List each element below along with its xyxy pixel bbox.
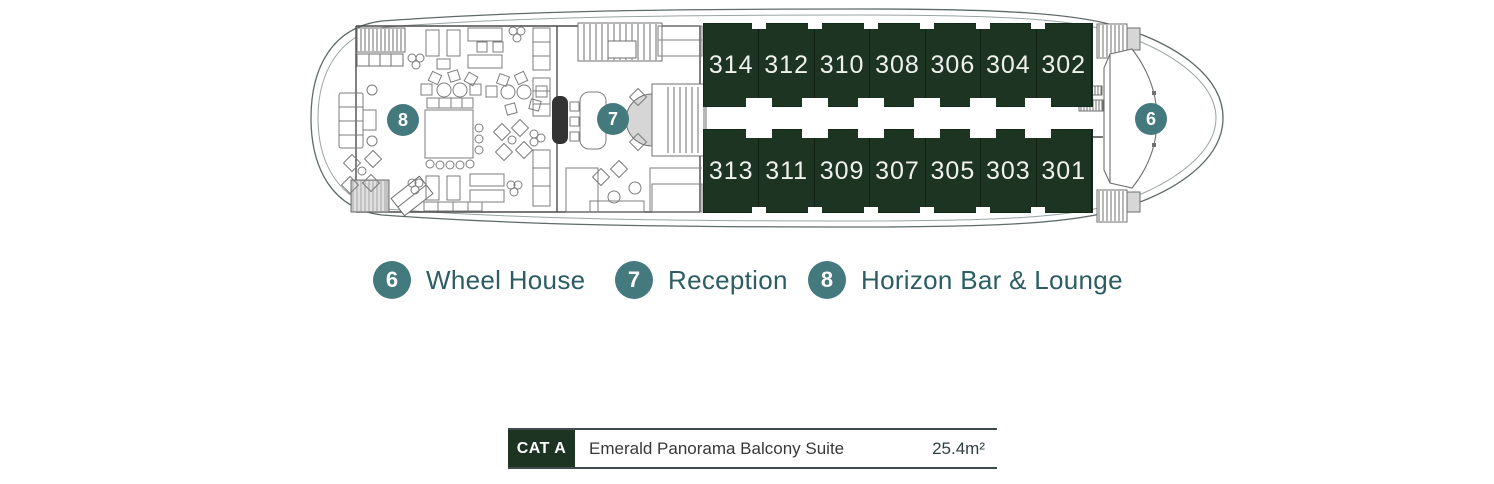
balcony-divider-tab — [864, 207, 878, 213]
cabin: 311 — [759, 130, 815, 212]
category-area: 25.4m² — [932, 438, 985, 458]
legend-marker-circle: 7 — [615, 261, 653, 299]
marker-reception: 7 — [597, 103, 629, 135]
cabin-door-notch — [802, 129, 828, 138]
balcony-divider-tab — [808, 207, 822, 213]
legend-item-wheel-house: 6 Wheel House — [373, 261, 585, 299]
cabin-number: 304 — [985, 50, 1031, 79]
balcony-divider-tab — [864, 23, 878, 29]
cabin-number: 312 — [764, 50, 809, 79]
category-code-badge: CAT A — [508, 430, 575, 467]
balcony-divider-tab — [752, 23, 766, 29]
cabin-door-notch — [914, 129, 940, 138]
cabin-number: 309 — [819, 156, 865, 185]
staircase-art — [350, 22, 1141, 223]
cabin-number: 314 — [708, 50, 754, 79]
cabin: 307 — [870, 130, 926, 212]
cabin-door-notch — [802, 98, 828, 107]
balcony-divider-tab — [752, 207, 766, 213]
balcony-divider-tab — [1031, 23, 1045, 29]
legend-label: Reception — [668, 264, 788, 295]
legend-marker-circle: 6 — [373, 261, 411, 299]
cabin: 310 — [815, 24, 871, 106]
balcony-divider-tab — [920, 23, 934, 29]
cabin-door-notch — [914, 98, 940, 107]
balcony-divider-tab — [920, 207, 934, 213]
cabin-number: 308 — [875, 50, 920, 79]
cabin: 301 — [1037, 130, 1092, 212]
cabin-door-notch — [746, 129, 772, 138]
legend-marker-circle: 8 — [808, 261, 846, 299]
marker-wheel-house: 6 — [1135, 103, 1167, 135]
cabin-number: 307 — [875, 156, 920, 185]
category-name: Emerald Panorama Balcony Suite — [589, 438, 845, 458]
legend-label: Wheel House — [426, 264, 586, 295]
cabin: 308 — [870, 24, 926, 106]
cabin-number: 313 — [708, 156, 754, 185]
wheel-house-outline — [1103, 48, 1158, 189]
cabin: 313 — [704, 130, 760, 212]
cabin-door-notch — [746, 98, 772, 107]
interior-walls — [355, 25, 1103, 213]
cabin: 306 — [926, 24, 982, 106]
cabin: 304 — [981, 24, 1037, 106]
cabin-row-top: 314 312 310 308 306 304 302 — [703, 23, 1093, 107]
cabin: 302 — [1037, 24, 1092, 106]
balcony-divider-tab — [976, 23, 990, 29]
cabin-door-notch — [858, 98, 884, 107]
cabin: 312 — [759, 24, 815, 106]
balcony-divider-tab — [976, 207, 990, 213]
cabin-door-notch — [970, 98, 996, 107]
cabin-number: 311 — [765, 156, 809, 185]
cabin: 309 — [815, 130, 871, 212]
cabin-number: 310 — [819, 50, 865, 79]
cabin-row-bottom: 313 311 309 307 305 303 301 — [703, 129, 1093, 213]
cabin: 303 — [981, 130, 1037, 212]
marker-lounge: 8 — [387, 104, 419, 136]
cabin-number: 302 — [1041, 50, 1087, 79]
cabin-number: 305 — [930, 156, 976, 185]
cabin: 305 — [926, 130, 982, 212]
balcony-divider-tab — [808, 23, 822, 29]
legend-item-lounge: 8 Horizon Bar & Lounge — [808, 261, 1123, 299]
cabin: 314 — [704, 24, 760, 106]
category-legend-bar: CAT A Emerald Panorama Balcony Suite 25.… — [508, 428, 997, 469]
balcony-divider-tab — [1031, 207, 1045, 213]
cabin-door-notch — [970, 129, 996, 138]
cabin-door-notch — [858, 129, 884, 138]
cabin-number: 303 — [985, 156, 1031, 185]
legend-label: Horizon Bar & Lounge — [861, 264, 1123, 295]
cabin-number: 301 — [1041, 156, 1087, 185]
cabin-door-notch — [1025, 98, 1051, 107]
lounge-furniture-art — [338, 26, 551, 212]
cabin-number: 306 — [930, 50, 976, 79]
cabin-door-notch — [1025, 129, 1051, 138]
legend-item-reception: 7 Reception — [615, 261, 788, 299]
